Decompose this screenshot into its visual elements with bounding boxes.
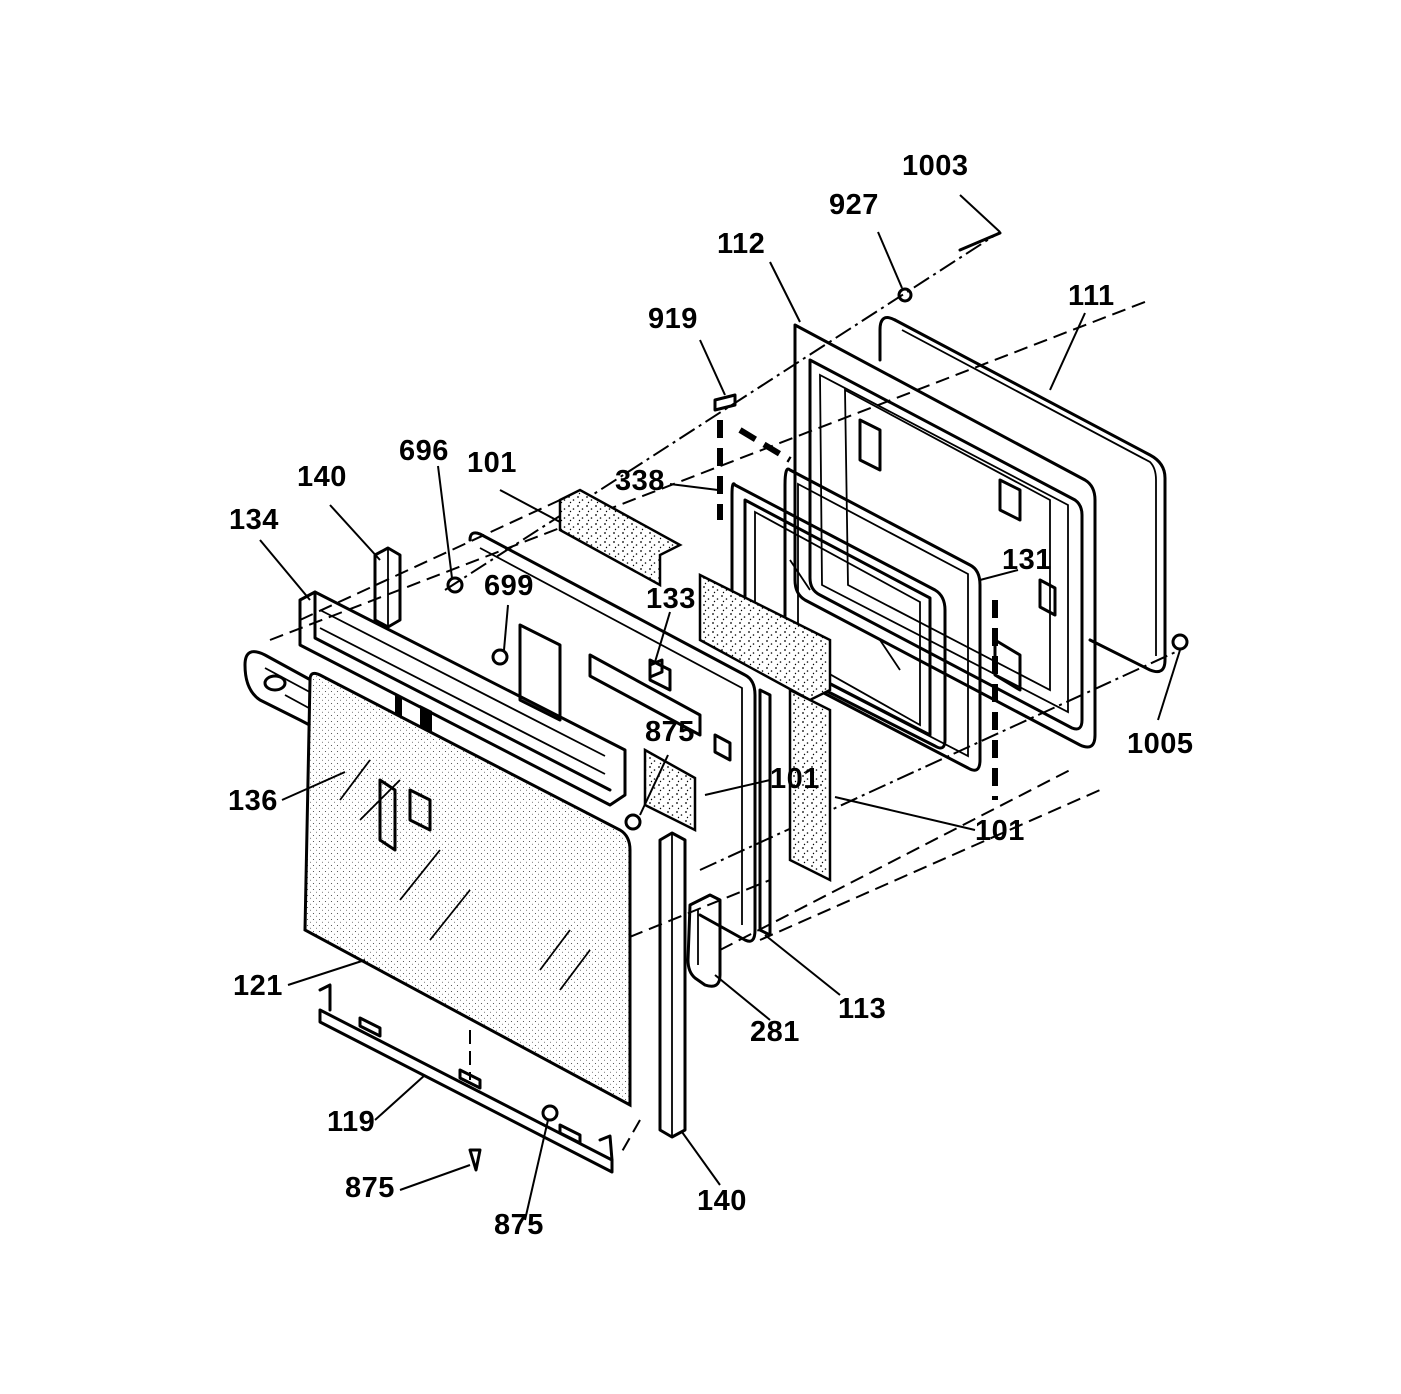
label-136: 136 <box>228 785 278 817</box>
side-trim-140-left <box>373 546 402 629</box>
label-112: 112 <box>717 228 766 260</box>
label-919: 919 <box>648 303 698 335</box>
screw-699 <box>491 648 509 666</box>
screw-696 <box>446 576 464 594</box>
outer-gasket-111 <box>878 316 1167 674</box>
insulation-101 <box>558 488 832 883</box>
label-927: 927 <box>829 189 879 221</box>
clip-919 <box>713 393 737 412</box>
label-281: 281 <box>750 1016 800 1048</box>
label-875-bottom: 875 <box>494 1209 544 1241</box>
bottom-trim-119 <box>318 983 614 1174</box>
label-131: 131 <box>1002 544 1052 576</box>
label-134: 134 <box>229 504 279 536</box>
screw-1005 <box>1171 633 1189 651</box>
screw-875-bottom <box>468 1148 482 1172</box>
label-338: 338 <box>615 465 665 497</box>
leader-lines <box>259 194 1181 1221</box>
label-133: 133 <box>646 583 696 615</box>
label-875-bottom-left: 875 <box>345 1172 395 1204</box>
label-140-top: 140 <box>297 461 347 493</box>
label-140-bottom: 140 <box>697 1185 747 1217</box>
screw-875-top <box>624 813 642 831</box>
label-101-top: 101 <box>467 447 517 479</box>
label-1003: 1003 <box>902 150 969 182</box>
side-trim-140-right <box>658 831 687 1139</box>
label-119: 119 <box>327 1106 376 1138</box>
label-696: 696 <box>399 435 449 467</box>
fasteners <box>446 231 1189 1172</box>
label-113: 113 <box>838 993 887 1025</box>
hinge-281 <box>686 893 722 988</box>
glass-frame-131 <box>783 467 982 772</box>
label-875-upper: 875 <box>645 716 695 748</box>
screw-875-trim <box>541 1104 559 1122</box>
label-121: 121 <box>233 970 283 1002</box>
label-111: 111 <box>1068 280 1115 312</box>
label-1005: 1005 <box>1127 728 1194 760</box>
assembly-path-919 <box>738 427 792 463</box>
washer-927 <box>897 287 913 303</box>
label-101-mid: 101 <box>770 763 820 795</box>
outer-glass-121 <box>303 671 632 1108</box>
label-699: 699 <box>484 570 534 602</box>
assembly-lines <box>269 231 1181 1156</box>
screw-1003 <box>958 231 1002 252</box>
inner-glass-338 <box>730 482 947 750</box>
clip-133 <box>648 658 664 679</box>
label-101-right: 101 <box>975 815 1025 847</box>
